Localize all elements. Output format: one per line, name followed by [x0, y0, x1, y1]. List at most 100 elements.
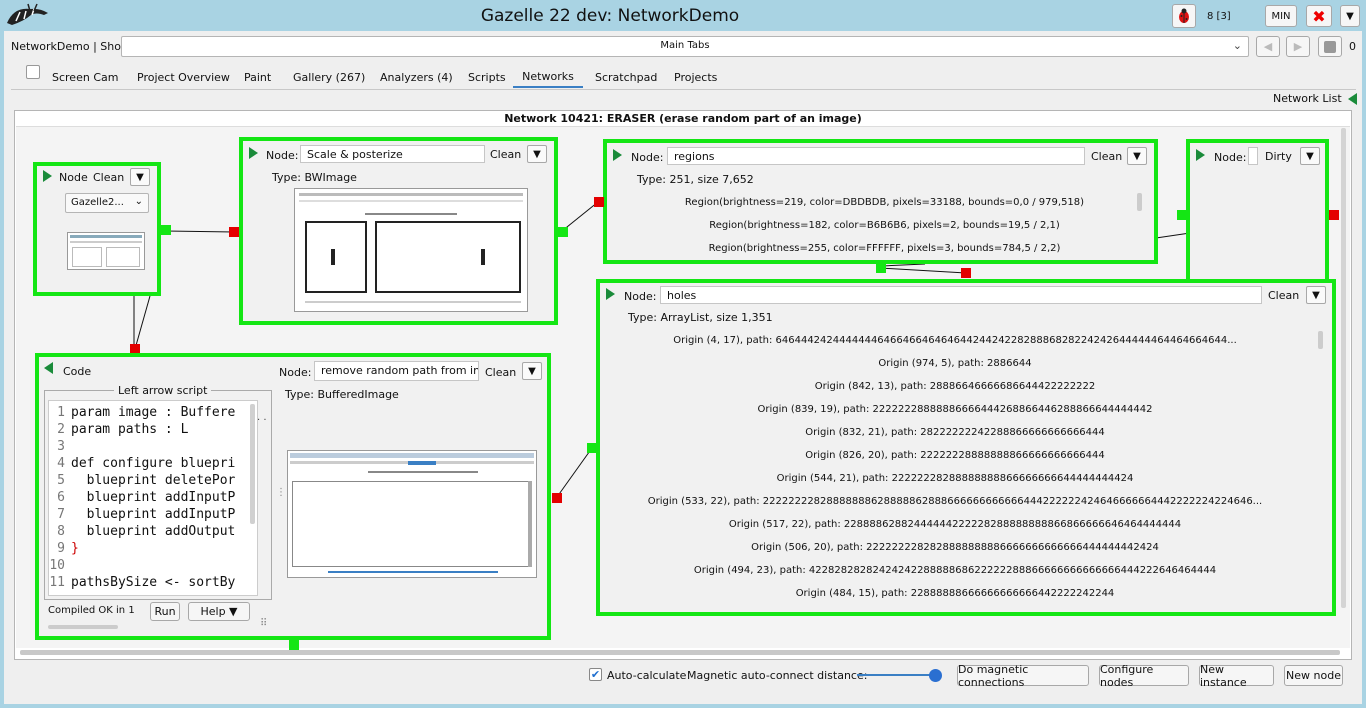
input-port[interactable]: [587, 443, 597, 453]
tab-screen-cam[interactable]: Screen Cam: [52, 70, 119, 84]
node-name-input[interactable]: Scale & posterize: [300, 145, 485, 163]
tab-gallery[interactable]: Gallery (267): [293, 70, 366, 84]
node-name-input[interactable]: remove random path from ima: [314, 361, 479, 381]
configure-nodes-button[interactable]: Configure nodes: [1099, 663, 1189, 689]
code-text: }: [71, 541, 79, 556]
node-code[interactable]: Code Node: remove random path from ima C…: [35, 353, 551, 640]
output-port[interactable]: [1329, 210, 1339, 220]
line-number: 11: [49, 575, 65, 590]
node-menu-button[interactable]: ▼: [1300, 147, 1320, 165]
node-label: Node:: [1214, 151, 1247, 164]
node-regions[interactable]: Node: regions Clean ▼ Type: 251, size 7,…: [603, 139, 1158, 264]
magnetic-label: Magnetic auto-connect distance:: [687, 669, 868, 682]
output-port[interactable]: [558, 227, 568, 237]
forward-button[interactable]: ▶: [1286, 36, 1310, 57]
code-text: pathsBySize <- sortBy: [71, 575, 236, 590]
magnetic-connections-button[interactable]: Do magnetic connections: [957, 663, 1089, 689]
node-menu-button[interactable]: ▼: [1127, 147, 1147, 165]
node-type: Type: BWImage: [272, 171, 357, 184]
editor-scrollbar[interactable]: [250, 404, 255, 524]
source-select[interactable]: Gazelle2... ⌄: [65, 193, 149, 213]
node-menu-button[interactable]: ▼: [130, 168, 150, 186]
autocalc-label: Auto-calculate: [607, 669, 687, 682]
node-holes[interactable]: Node: holes Clean ▼ Type: ArrayList, siz…: [596, 279, 1336, 616]
line-number: 6: [57, 490, 65, 505]
slider-thumb[interactable]: [929, 669, 942, 682]
autocalc-checkbox[interactable]: ✔: [589, 668, 602, 681]
node-type: Type: BufferedImage: [285, 388, 399, 401]
list-item: Origin (484, 15), path: 2288888866666666…: [795, 588, 1115, 599]
back-button[interactable]: ◀: [1256, 36, 1280, 57]
editor-expand[interactable]: . .: [257, 412, 267, 423]
node-dirty[interactable]: Node: Dirty ▼: [1186, 139, 1329, 291]
scrollbar[interactable]: [1137, 193, 1142, 211]
triangle-left-icon: [1347, 92, 1357, 105]
new-instance-button[interactable]: New instance: [1199, 663, 1274, 689]
canvas-vscrollbar[interactable]: [1341, 128, 1346, 608]
node-name-input[interactable]: holes: [660, 286, 1262, 304]
home-button[interactable]: [1318, 36, 1342, 57]
node-state: Clean: [1091, 150, 1123, 163]
network-title: Network 10421: ERASER (erase random part…: [504, 112, 862, 125]
node-menu-button[interactable]: ▼: [527, 145, 547, 163]
magnetic-slider[interactable]: [857, 668, 943, 682]
close-icon[interactable]: ✖: [1306, 5, 1332, 27]
input-port[interactable]: [961, 268, 971, 278]
collapse-icon[interactable]: [44, 362, 53, 374]
input-port[interactable]: [1177, 210, 1187, 220]
output-port[interactable]: [876, 263, 886, 273]
node-source[interactable]: Node Clean ▼ Gazelle2... ⌄: [33, 162, 161, 296]
source-thumbnail: [67, 232, 145, 270]
node-state: Clean: [485, 366, 517, 379]
canvas-hscrollbar[interactable]: [20, 650, 1340, 655]
play-icon[interactable]: [606, 288, 615, 300]
screencam-checkbox[interactable]: [26, 65, 40, 79]
code-title: Code: [63, 365, 92, 378]
play-icon[interactable]: [1196, 149, 1205, 161]
output-port[interactable]: [289, 640, 299, 650]
node-menu-button[interactable]: ▼: [522, 362, 542, 380]
line-number: 2: [57, 422, 65, 437]
tab-networks[interactable]: Networks: [513, 66, 583, 88]
source-select-value: Gazelle2...: [71, 197, 124, 208]
horizontal-scrollbar[interactable]: [48, 625, 118, 629]
network-list-link[interactable]: Network List: [1273, 92, 1357, 105]
input-port[interactable]: [229, 227, 239, 237]
tab-analyzers[interactable]: Analyzers (4): [380, 70, 453, 84]
tab-paint[interactable]: Paint: [244, 70, 272, 84]
scrollbar[interactable]: [1318, 331, 1323, 349]
node-menu-button[interactable]: ▼: [1306, 286, 1326, 304]
new-node-button[interactable]: New node: [1284, 665, 1343, 686]
node-name-input[interactable]: [1248, 147, 1258, 165]
help-button[interactable]: Help ▼: [188, 602, 250, 621]
tab-project-overview[interactable]: Project Overview: [137, 70, 230, 84]
output-port[interactable]: [552, 493, 562, 503]
input-port[interactable]: [594, 197, 604, 207]
resize-grip-icon[interactable]: ⠿: [260, 618, 268, 629]
tab-scripts[interactable]: Scripts: [468, 70, 506, 84]
run-button[interactable]: Run: [150, 602, 180, 621]
tab-projects[interactable]: Projects: [674, 70, 718, 84]
code-text: def configure bluepri: [71, 456, 236, 471]
window-menu-button[interactable]: ▼: [1340, 5, 1360, 27]
play-icon[interactable]: [613, 149, 622, 161]
play-icon[interactable]: [43, 170, 52, 182]
output-port[interactable]: [161, 225, 171, 235]
scale-thumbnail: [294, 188, 528, 312]
play-icon[interactable]: [249, 147, 258, 159]
output-port[interactable]: [130, 344, 140, 354]
bug-icon[interactable]: [1172, 4, 1196, 28]
script-title: Left arrow script: [114, 384, 212, 397]
splitter-handle[interactable]: ⋮: [276, 487, 286, 498]
view-select[interactable]: Main Tabs ⌄: [121, 36, 1249, 57]
minimize-button[interactable]: MIN: [1265, 5, 1297, 27]
tab-scratchpad[interactable]: Scratchpad: [595, 70, 658, 84]
node-label: Node:: [279, 366, 312, 379]
node-scale-posterize[interactable]: Node: Scale & posterize Clean ▼ Type: BW…: [239, 137, 558, 325]
code-text: blueprint deletePor: [71, 473, 236, 488]
node-state: Clean: [490, 148, 522, 161]
list-item: Origin (494, 23), path: 4228282828242424…: [693, 565, 1217, 576]
node-name-input[interactable]: regions: [667, 147, 1085, 165]
list-item: Origin (974, 5), path: 2886644: [878, 358, 1032, 369]
